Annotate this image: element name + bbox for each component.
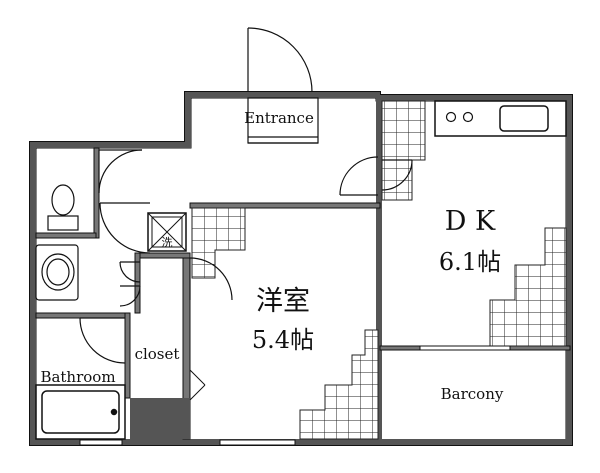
- washbasin: [35, 244, 79, 301]
- dk-label: D K: [445, 206, 496, 237]
- closet-door: [119, 261, 141, 307]
- washroom-door: [99, 202, 151, 254]
- kitchen-counter: [434, 100, 567, 137]
- toilet-fixture: [47, 184, 79, 231]
- closet-floor-shade: [130, 398, 190, 439]
- bathtub: [35, 384, 126, 440]
- toilet-door: [98, 149, 143, 194]
- windows: [79, 345, 511, 446]
- closet-rail: [189, 369, 206, 401]
- hall-door: [339, 156, 379, 196]
- dk-size-label: 6.1帖: [439, 248, 501, 276]
- washer-label: 洗: [162, 236, 173, 249]
- closet-label: closet: [135, 345, 180, 363]
- bathroom-label: Bathroom: [40, 368, 115, 386]
- western-room-size-label: 5.4帖: [252, 326, 314, 354]
- entrance-label: Entrance: [244, 109, 314, 127]
- floor-tiles: [191, 100, 567, 440]
- western-room-door: [189, 257, 233, 301]
- bathroom-door: [79, 317, 126, 364]
- western-room-label: 洋室: [256, 286, 310, 317]
- entrance-door: [247, 27, 319, 144]
- dk-door: [381, 159, 413, 191]
- wall-fills: [30, 92, 572, 445]
- barcony-label: Barcony: [441, 385, 504, 403]
- washer-pan: [147, 212, 187, 252]
